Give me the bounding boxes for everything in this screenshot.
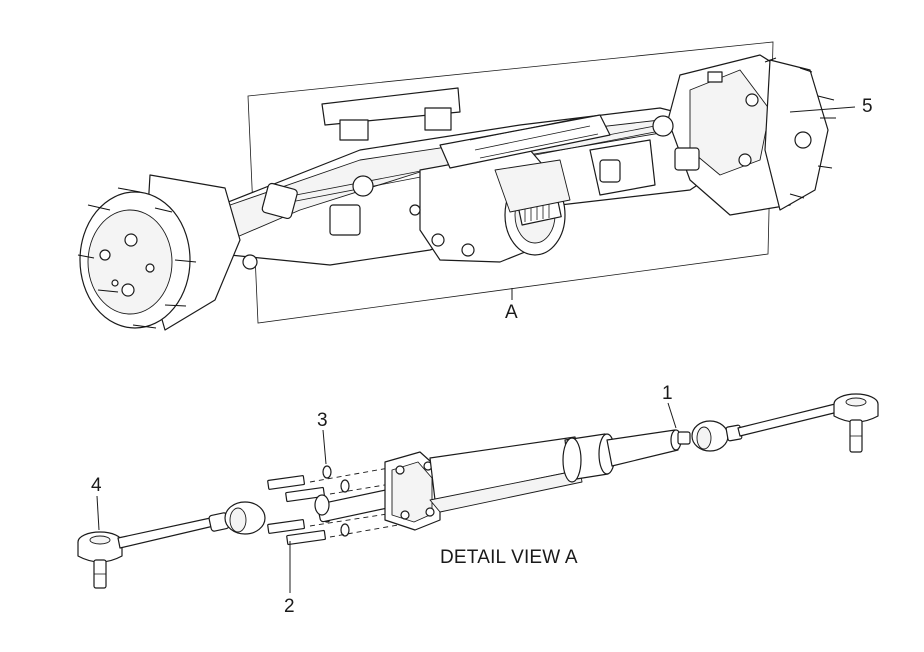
callout-label-a: A (505, 302, 518, 323)
left-tie-rod-end (77, 501, 266, 589)
callout-4: 4 (91, 475, 102, 496)
steering-cylinder (429, 429, 691, 513)
axle-beam-top-face (209, 119, 691, 241)
wheel-studs-right (764, 57, 836, 199)
wheel-studs-left (77, 187, 197, 329)
mounting-bolts (267, 475, 326, 546)
detail-caption: DETAIL VIEW A (440, 547, 578, 568)
callout-1: 1 (662, 383, 673, 404)
callout-2: 2 (284, 596, 295, 617)
callout-5: 5 (862, 96, 873, 117)
detail-view-a (77, 393, 879, 593)
left-wheel-hub (77, 174, 374, 331)
front-axle-assembly (77, 41, 836, 331)
right-tie-rod-end (691, 393, 879, 453)
cylinder-mount-flange (384, 451, 441, 531)
callout-3: 3 (317, 410, 328, 431)
steering-cylinder-top (321, 87, 611, 169)
right-wheel-hub (652, 54, 836, 216)
